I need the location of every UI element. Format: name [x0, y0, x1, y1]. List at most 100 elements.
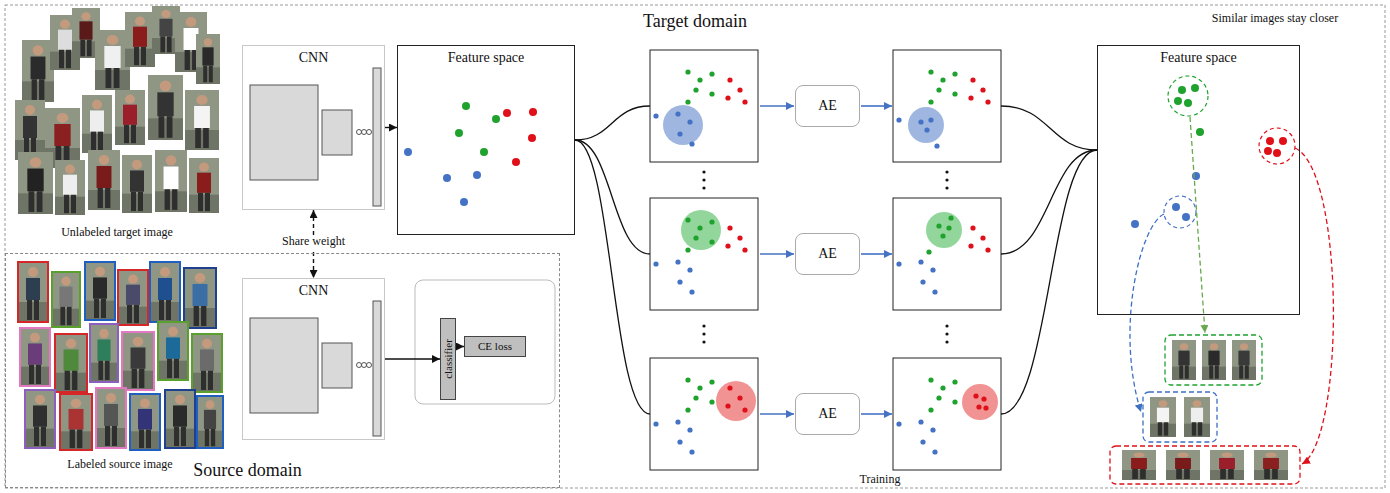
- cluster-panel: [650, 358, 758, 470]
- ae-arrows-part: [861, 253, 892, 255]
- vertical-ellipsis-part: [945, 332, 948, 335]
- source-image-collage-part: [52, 272, 80, 327]
- target-image-collage-part: [88, 150, 120, 210]
- cluster-panel-part: [685, 217, 714, 252]
- ae-box: AE: [795, 85, 860, 127]
- feature-space-box: Feature space: [397, 45, 575, 235]
- result-clusters-part-part: [1273, 149, 1281, 157]
- box-label: Source domain: [193, 460, 301, 481]
- source-image-collage-part: [18, 262, 48, 322]
- image-groups-part: [1172, 340, 1196, 380]
- cluster-panel-part: [928, 69, 957, 104]
- cnn-layers-part: [250, 85, 318, 180]
- result-clusters-part-part: [1279, 137, 1287, 145]
- result-clusters-part-part: [1184, 99, 1192, 107]
- image-groups-part: [1110, 446, 1300, 484]
- cnn-layers-part: [367, 130, 372, 135]
- result-clusters-part-part: [1264, 147, 1272, 155]
- connector-arrow: [456, 346, 464, 347]
- ae-box: AE: [795, 393, 860, 435]
- result-clusters-part-part: [1174, 97, 1182, 105]
- cluster-panel-part: [725, 225, 747, 252]
- result-clusters-part-part: [1192, 172, 1200, 180]
- result-clusters-part-part: [1266, 137, 1274, 145]
- classifier-box: classifier: [440, 318, 456, 400]
- source-image-collage-part: [122, 332, 154, 390]
- result-clusters-part-part: [1172, 203, 1180, 211]
- source-image-collage-part: [18, 262, 48, 322]
- cnn-box: CNN: [242, 45, 385, 210]
- source-image-collage-part: [122, 332, 154, 390]
- cluster-panel-part: [928, 377, 957, 412]
- feature-dots-part-part: [529, 108, 537, 116]
- source-domain-region: Source domainCNNclassifierCE loss: [5, 253, 560, 488]
- image-groups-part: [1254, 450, 1288, 480]
- feature-dots-part-part: [473, 171, 481, 179]
- result-clusters-part: [1174, 84, 1204, 136]
- image-groups-part: [1122, 450, 1156, 480]
- cluster-panel: [650, 198, 758, 310]
- source-image-collage-part: [55, 334, 87, 392]
- source-image-collage-part: [25, 390, 55, 448]
- cluster-panel-part: [973, 393, 988, 410]
- source-image-collage-part: [165, 390, 195, 448]
- cnn-layers-part: [362, 363, 367, 368]
- ae-box: AE: [795, 233, 860, 275]
- box-label: AE: [818, 98, 837, 114]
- cluster-panel-part: [926, 212, 962, 248]
- cluster-panel-part: [893, 198, 1001, 310]
- source-image-collage-part: [165, 390, 195, 448]
- source-image-collage-part: [184, 268, 216, 328]
- cluster-panel-part: [893, 358, 1001, 470]
- target-image-collage-part: [196, 34, 220, 84]
- note-label: Similar images stay closer: [1212, 12, 1338, 26]
- target-image-collage-part: [185, 90, 219, 150]
- cluster-panel-part: [685, 69, 714, 104]
- merge-curves: [1001, 106, 1097, 414]
- target-image-collage-part: [122, 155, 152, 213]
- feature-dots-part-part: [503, 109, 511, 117]
- target-image-collage-part: [55, 160, 85, 215]
- vertical-ellipsis-part: [702, 170, 705, 173]
- vertical-ellipsis-part: [945, 170, 948, 173]
- source-image-collage-part: [158, 322, 188, 380]
- cluster-panel-part: [926, 215, 953, 254]
- merge-curves-part: [1001, 150, 1097, 414]
- source-image-collage-part: [55, 334, 87, 392]
- ae-arrows-part: [861, 413, 892, 415]
- feature-dots-part: [503, 108, 537, 166]
- source-image-collage-part: [20, 328, 50, 386]
- source-image-collage-part: [197, 396, 223, 448]
- result-clusters-part: [1131, 172, 1200, 228]
- cluster-panel-part: [968, 77, 990, 104]
- cnn-layers-part: [357, 130, 362, 135]
- source-image-collage-part: [85, 262, 115, 320]
- cnn-box: CNN: [242, 278, 385, 440]
- cluster-panel-part: [893, 50, 1001, 162]
- cnn-layers: [250, 68, 381, 436]
- feature-dots: [404, 102, 537, 206]
- feature-dots-part-part: [462, 102, 470, 110]
- caption-label: Training: [860, 473, 901, 487]
- result-clusters-part-part: [1191, 84, 1199, 92]
- cnn-layers-part: [250, 318, 318, 413]
- feature-dots-part-part: [455, 129, 463, 137]
- cluster-panel-part: [716, 381, 756, 421]
- cluster-panel-part: [896, 117, 939, 148]
- source-image-collage-part: [192, 334, 222, 392]
- cnn-layers-part: [322, 343, 352, 388]
- source-image-collage-part: [60, 394, 92, 450]
- target-image-collage-part: [189, 158, 219, 213]
- result-clusters-part: [1130, 214, 1164, 412]
- split-curves-part: [575, 106, 650, 140]
- source-image-collage-part: [118, 270, 148, 325]
- target-image-collage-part: [22, 40, 54, 102]
- source-image-collage-part: [192, 334, 222, 392]
- region-title: Target domain: [643, 11, 747, 32]
- cluster-panel-part: [650, 50, 758, 162]
- image-groups-part: [1150, 397, 1176, 437]
- cnn-layers-part: [357, 363, 362, 368]
- cluster-panel-part: [908, 107, 944, 143]
